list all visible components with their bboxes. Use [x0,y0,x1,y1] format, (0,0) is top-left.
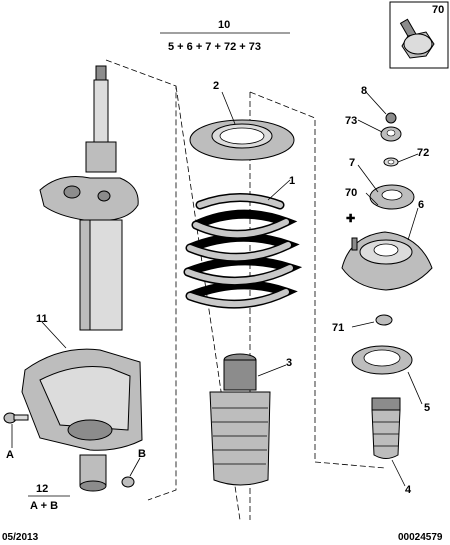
callout-71: 71 [332,322,344,334]
kit-number: 12 [36,483,48,495]
callout-2: 2 [213,80,219,92]
bracket [21,348,143,492]
washer-73 [380,126,402,142]
callouts: 2 1 3 11 8 73 72 7 70 6 71 5 4 A B [6,80,430,496]
callout-3: 3 [286,357,292,369]
shock-absorber [39,65,139,331]
assembly-label: 10 5 + 6 + 7 + 72 + 73 [160,19,290,53]
top-mount-6: ✚ [341,213,433,291]
spring-seat-5 [351,345,413,375]
footer-reference: 00024579 [398,532,443,543]
bolt-icon [399,18,435,59]
callout-70: 70 [345,187,357,199]
svg-text:✚: ✚ [346,213,355,225]
callout-b: B [138,448,146,460]
leader-lines [11,91,423,487]
spring-upper-cup [189,119,295,161]
washer-71 [375,314,393,326]
bearing-7 [369,184,415,210]
bump-stop-4 [371,397,401,459]
assembly-formula: 5 + 6 + 7 + 72 + 73 [168,41,261,53]
callout-8: 8 [361,85,367,97]
callout-11: 11 [36,313,48,325]
callout-73: 73 [345,115,357,127]
callout-7: 7 [349,157,355,169]
nut-8 [385,112,397,124]
footer-date: 05/2013 [2,532,39,543]
coil-spring [183,193,303,309]
callout-a: A [6,449,14,461]
assembly-number: 10 [218,19,230,31]
callout-1: 1 [289,175,295,187]
callout-72: 72 [417,147,429,159]
inset-callout-70: 70 [432,4,444,16]
callout-6: 6 [418,199,424,211]
nut-b [121,476,135,488]
washer-72 [383,157,399,167]
kit-label: 12 A + B [28,483,70,512]
callout-5: 5 [424,402,430,414]
kit-formula: A + B [30,500,58,512]
bolt-inset: 70 [389,1,449,69]
dust-boot [209,353,271,486]
screw-a [3,412,29,424]
callout-4: 4 [405,484,412,496]
